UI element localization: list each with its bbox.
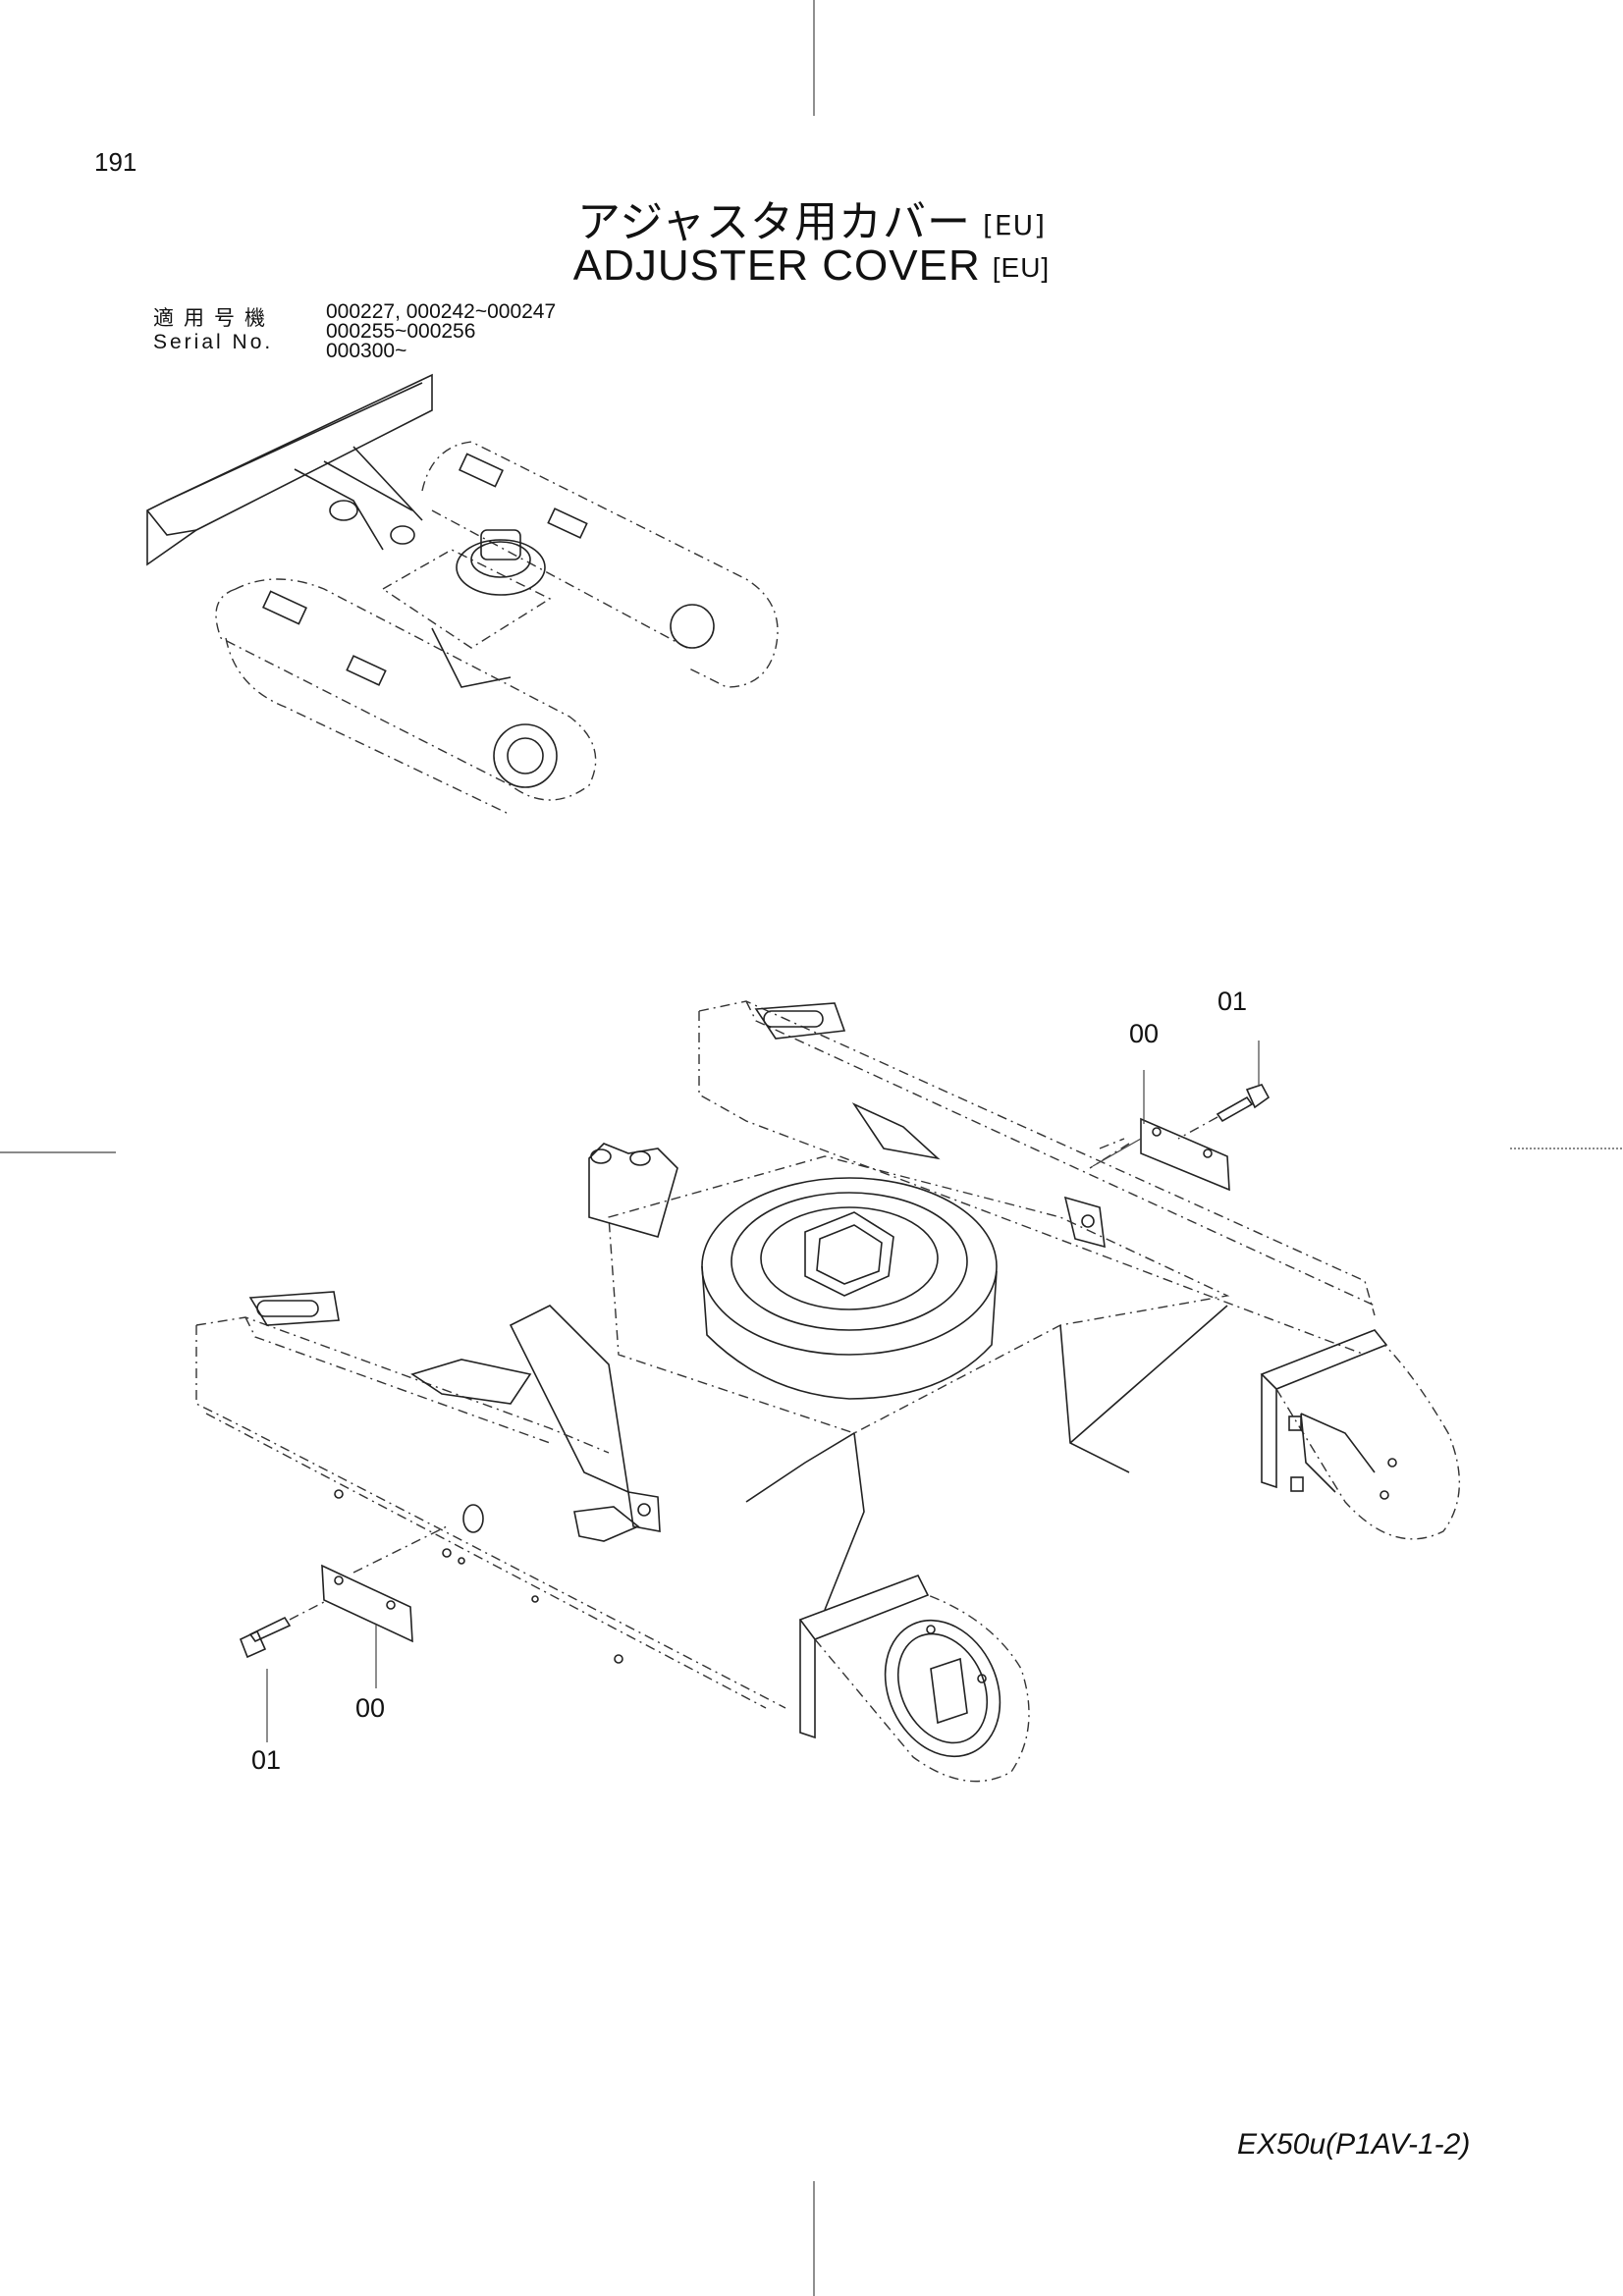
serial-value-2: 000255~000256 <box>326 320 476 343</box>
page-number: 191 <box>94 147 137 177</box>
region-tag-en: [EU] <box>992 252 1051 284</box>
page-title-japanese: アジャスタ用カバー [EU] <box>0 187 1623 249</box>
title-en-text: ADJUSTER COVER <box>572 241 981 290</box>
footer-model-code: EX50u(P1AV-1-2) <box>1237 2128 1471 2161</box>
page-title-english: ADJUSTER COVER [EU] <box>0 241 1623 291</box>
serial-value-3: 000300~ <box>326 340 407 362</box>
serial-values: 000227, 000242~000247 000255~000256 0003… <box>326 300 557 362</box>
serial-value-1: 000227, 000242~000247 <box>326 300 557 323</box>
serial-label-en: Serial No. <box>153 331 274 353</box>
region-tag-jp: [EU] <box>983 208 1047 241</box>
callout-lower-bolt: 01 <box>251 1745 282 1775</box>
serial-labels: 適用号機 Serial No. <box>153 306 326 354</box>
title-jp-text: アジャスタ用カバー <box>576 197 971 247</box>
callout-upper-bolt: 01 <box>1217 987 1248 1016</box>
callout-upper-cover: 00 <box>1129 1019 1160 1048</box>
serial-label-jp: 適用号機 <box>153 306 275 330</box>
callout-lower-cover: 00 <box>355 1693 386 1723</box>
